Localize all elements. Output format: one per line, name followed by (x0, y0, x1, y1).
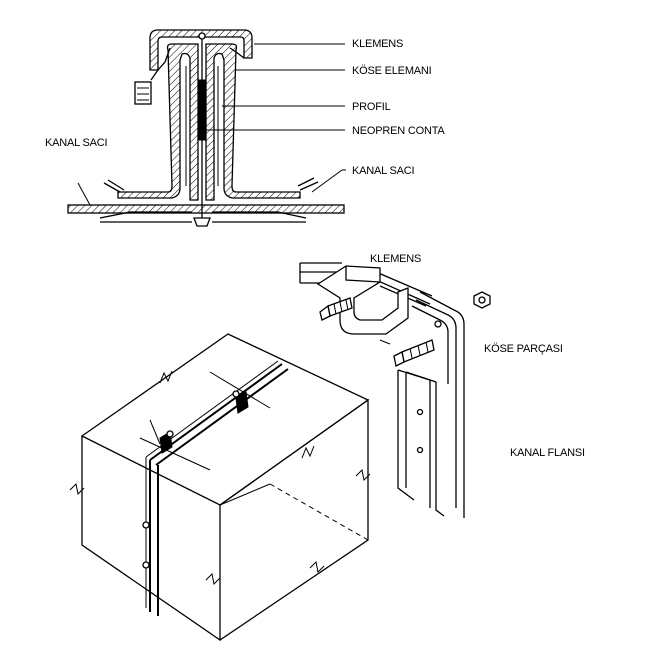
corner-bolt-head (193, 217, 211, 227)
label-kanal-saci-left: KANAL SACI (45, 137, 108, 149)
label-kanal-saci-right: KANAL SACI (352, 165, 415, 177)
label-kose-elemani: KÖSE ELEMANI (352, 65, 432, 77)
duct-top-face (80, 333, 370, 506)
vertical-flange (397, 370, 415, 501)
left-profile-section (117, 43, 199, 201)
label-kanal-flansi: KANAL FLANSI (510, 447, 585, 459)
corner-screw (401, 339, 435, 363)
right-profile-section (205, 43, 301, 201)
label-kose-parcasi: KÖSE PARÇASI (484, 343, 563, 355)
leader-lines-top (77, 43, 346, 206)
clamp-back (235, 391, 249, 414)
corner-piece (419, 291, 465, 380)
neoprene-gasket (198, 79, 206, 141)
flange-corner-detail (299, 262, 491, 518)
duct-right-face (219, 398, 369, 641)
duct-sheet-section (67, 204, 345, 214)
label-profil: PROFIL (352, 101, 391, 113)
clamp-bolt (134, 81, 152, 105)
clamp-3d (316, 265, 409, 335)
duct-isometric (69, 333, 371, 642)
label-klemens: KLEMENS (352, 38, 403, 50)
label-klemens-detail: KLEMENS (370, 253, 421, 265)
flange-cross-section (67, 29, 345, 227)
label-neopren-conta: NEOPREN CONTA (352, 125, 445, 137)
